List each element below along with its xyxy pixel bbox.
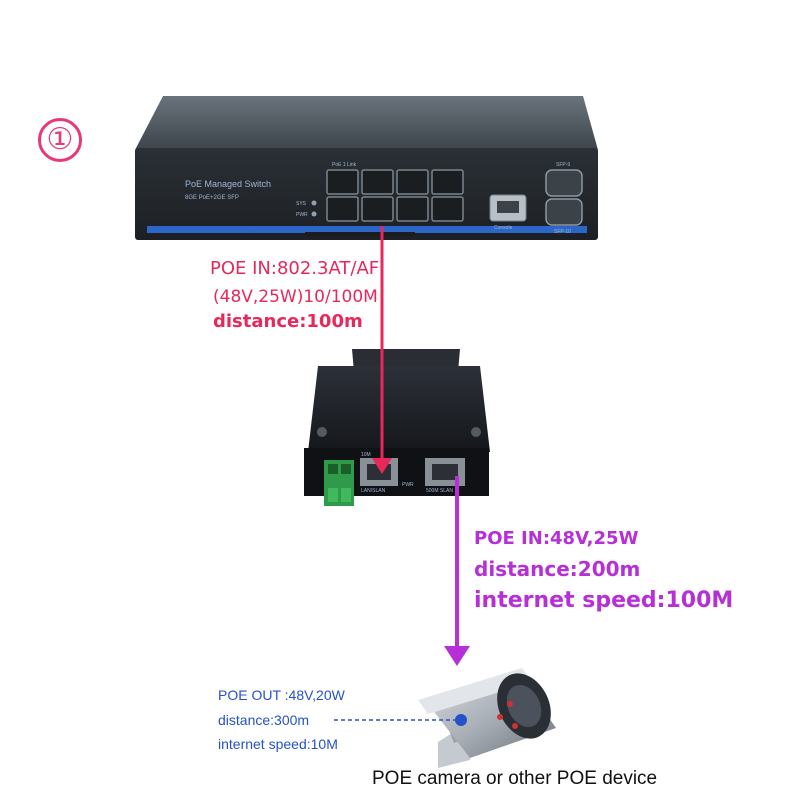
- extender-in-label: LAN/SLAN: [361, 488, 386, 494]
- pwr-led: [311, 211, 317, 217]
- step-number-badge: ①: [38, 118, 82, 162]
- switch-port-header: PoE 1 Link: [332, 162, 357, 168]
- switch-title: PoE Managed Switch: [185, 179, 271, 189]
- link3-distance: distance:300m: [218, 712, 310, 728]
- poe-extender: LAN/SLAN 500M SLAN PWR 10M: [304, 349, 490, 506]
- sfp10-label: SFP-10: [554, 229, 571, 235]
- sys-led: [311, 200, 317, 206]
- link1-standard: POE IN:802.3AT/AF: [210, 258, 380, 279]
- link1-power-speed: (48V,25W)10/100M: [213, 287, 378, 307]
- link2-power: POE IN:48V,25W: [474, 528, 639, 549]
- extender-pwr-label: PWR: [402, 482, 414, 488]
- sfp9-label: SFP-9: [556, 162, 570, 168]
- led-sys-label: SYS: [296, 201, 307, 207]
- link3-power: POE OUT :48V,20W: [218, 687, 345, 703]
- switch-subtitle: 8GE PoE+2GE SFP: [185, 195, 239, 201]
- poe-switch: PoE Managed Switch 8GE PoE+2GE SFP PoE 1…: [135, 96, 598, 240]
- switch-port-grid: [326, 169, 464, 222]
- extender-out-label: 500M SLAN: [426, 488, 453, 494]
- console-label: Console: [494, 225, 513, 231]
- link1-distance: distance:100m: [213, 311, 363, 332]
- camera-icon: [418, 668, 556, 768]
- sfp-cages: [545, 169, 583, 226]
- device-caption: POE camera or other POE device: [372, 768, 658, 789]
- link-arrow-1: [372, 226, 392, 474]
- link3-speed: internet speed:10M: [218, 736, 338, 752]
- link2-distance: distance:200m: [474, 557, 641, 581]
- green-terminal-block: [324, 460, 354, 506]
- extender-speed-label: 10M: [361, 452, 371, 458]
- link-arrow-2: [444, 476, 470, 666]
- link2-speed: internet speed:100M: [474, 588, 734, 613]
- led-pwr-label: PWR: [296, 212, 308, 218]
